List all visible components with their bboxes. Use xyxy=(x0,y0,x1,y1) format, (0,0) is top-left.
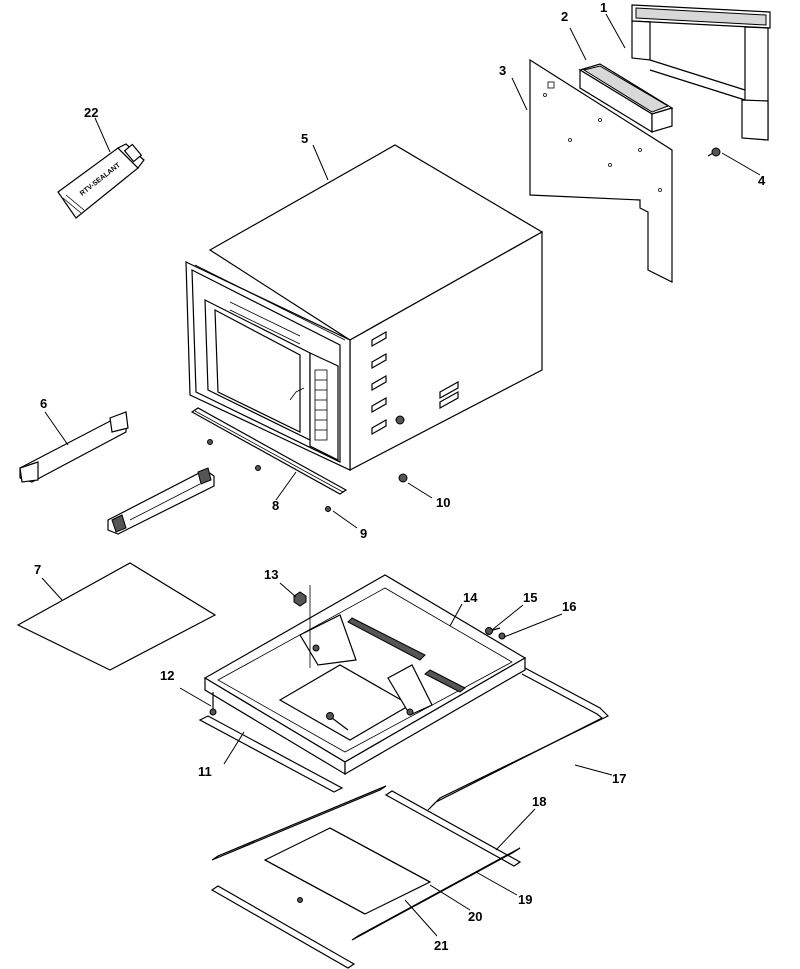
handle-bracket-left xyxy=(19,411,129,483)
callout-6: 6 xyxy=(40,396,47,411)
front-strip xyxy=(198,715,344,793)
callout-9: 9 xyxy=(360,526,367,541)
callout-16: 16 xyxy=(562,599,576,614)
tray-rail xyxy=(427,667,610,811)
callout-labels: 1 2 3 4 5 6 7 8 9 10 11 12 13 14 15 16 1… xyxy=(34,0,766,953)
callout-5: 5 xyxy=(301,131,308,146)
handle-bracket-right xyxy=(107,467,215,535)
control-keypad xyxy=(314,369,328,441)
callout-11: 11 xyxy=(198,764,212,779)
callout-10: 10 xyxy=(436,495,450,510)
screw-12 xyxy=(209,692,217,716)
flat-panel xyxy=(16,562,217,671)
callout-13: 13 xyxy=(264,567,278,582)
callout-17: 17 xyxy=(612,771,626,786)
callout-2: 2 xyxy=(561,9,568,24)
base-tray xyxy=(203,574,527,776)
callout-15: 15 xyxy=(523,590,537,605)
callout-3: 3 xyxy=(499,63,506,78)
sealant-tube: RTV-SEALANT xyxy=(57,143,145,219)
screw-15-washer-16 xyxy=(326,627,506,731)
cabinet-side-slots xyxy=(371,330,459,436)
callout-19: 19 xyxy=(518,892,532,907)
callout-1: 1 xyxy=(600,0,607,15)
callout-12: 12 xyxy=(160,668,174,683)
grille-duct xyxy=(578,63,674,134)
back-panel xyxy=(529,58,673,283)
callout-21: 21 xyxy=(434,938,448,953)
back-louver-frame xyxy=(631,4,771,141)
tray-plate xyxy=(263,827,432,915)
oven-cabinet xyxy=(185,144,544,471)
long-rails xyxy=(210,785,522,969)
screws-9 xyxy=(207,439,331,512)
screw-10 xyxy=(395,415,408,483)
front-trim-strip xyxy=(190,407,348,495)
callout-7: 7 xyxy=(34,562,41,577)
callout-14: 14 xyxy=(463,590,478,605)
callout-18: 18 xyxy=(532,794,546,809)
callout-8: 8 xyxy=(272,498,279,513)
screw-4 xyxy=(707,147,721,157)
leader-lines xyxy=(41,13,761,937)
callout-4: 4 xyxy=(758,173,766,188)
nut-13 xyxy=(293,591,307,607)
callout-22: 22 xyxy=(84,105,98,120)
callout-20: 20 xyxy=(468,909,482,924)
